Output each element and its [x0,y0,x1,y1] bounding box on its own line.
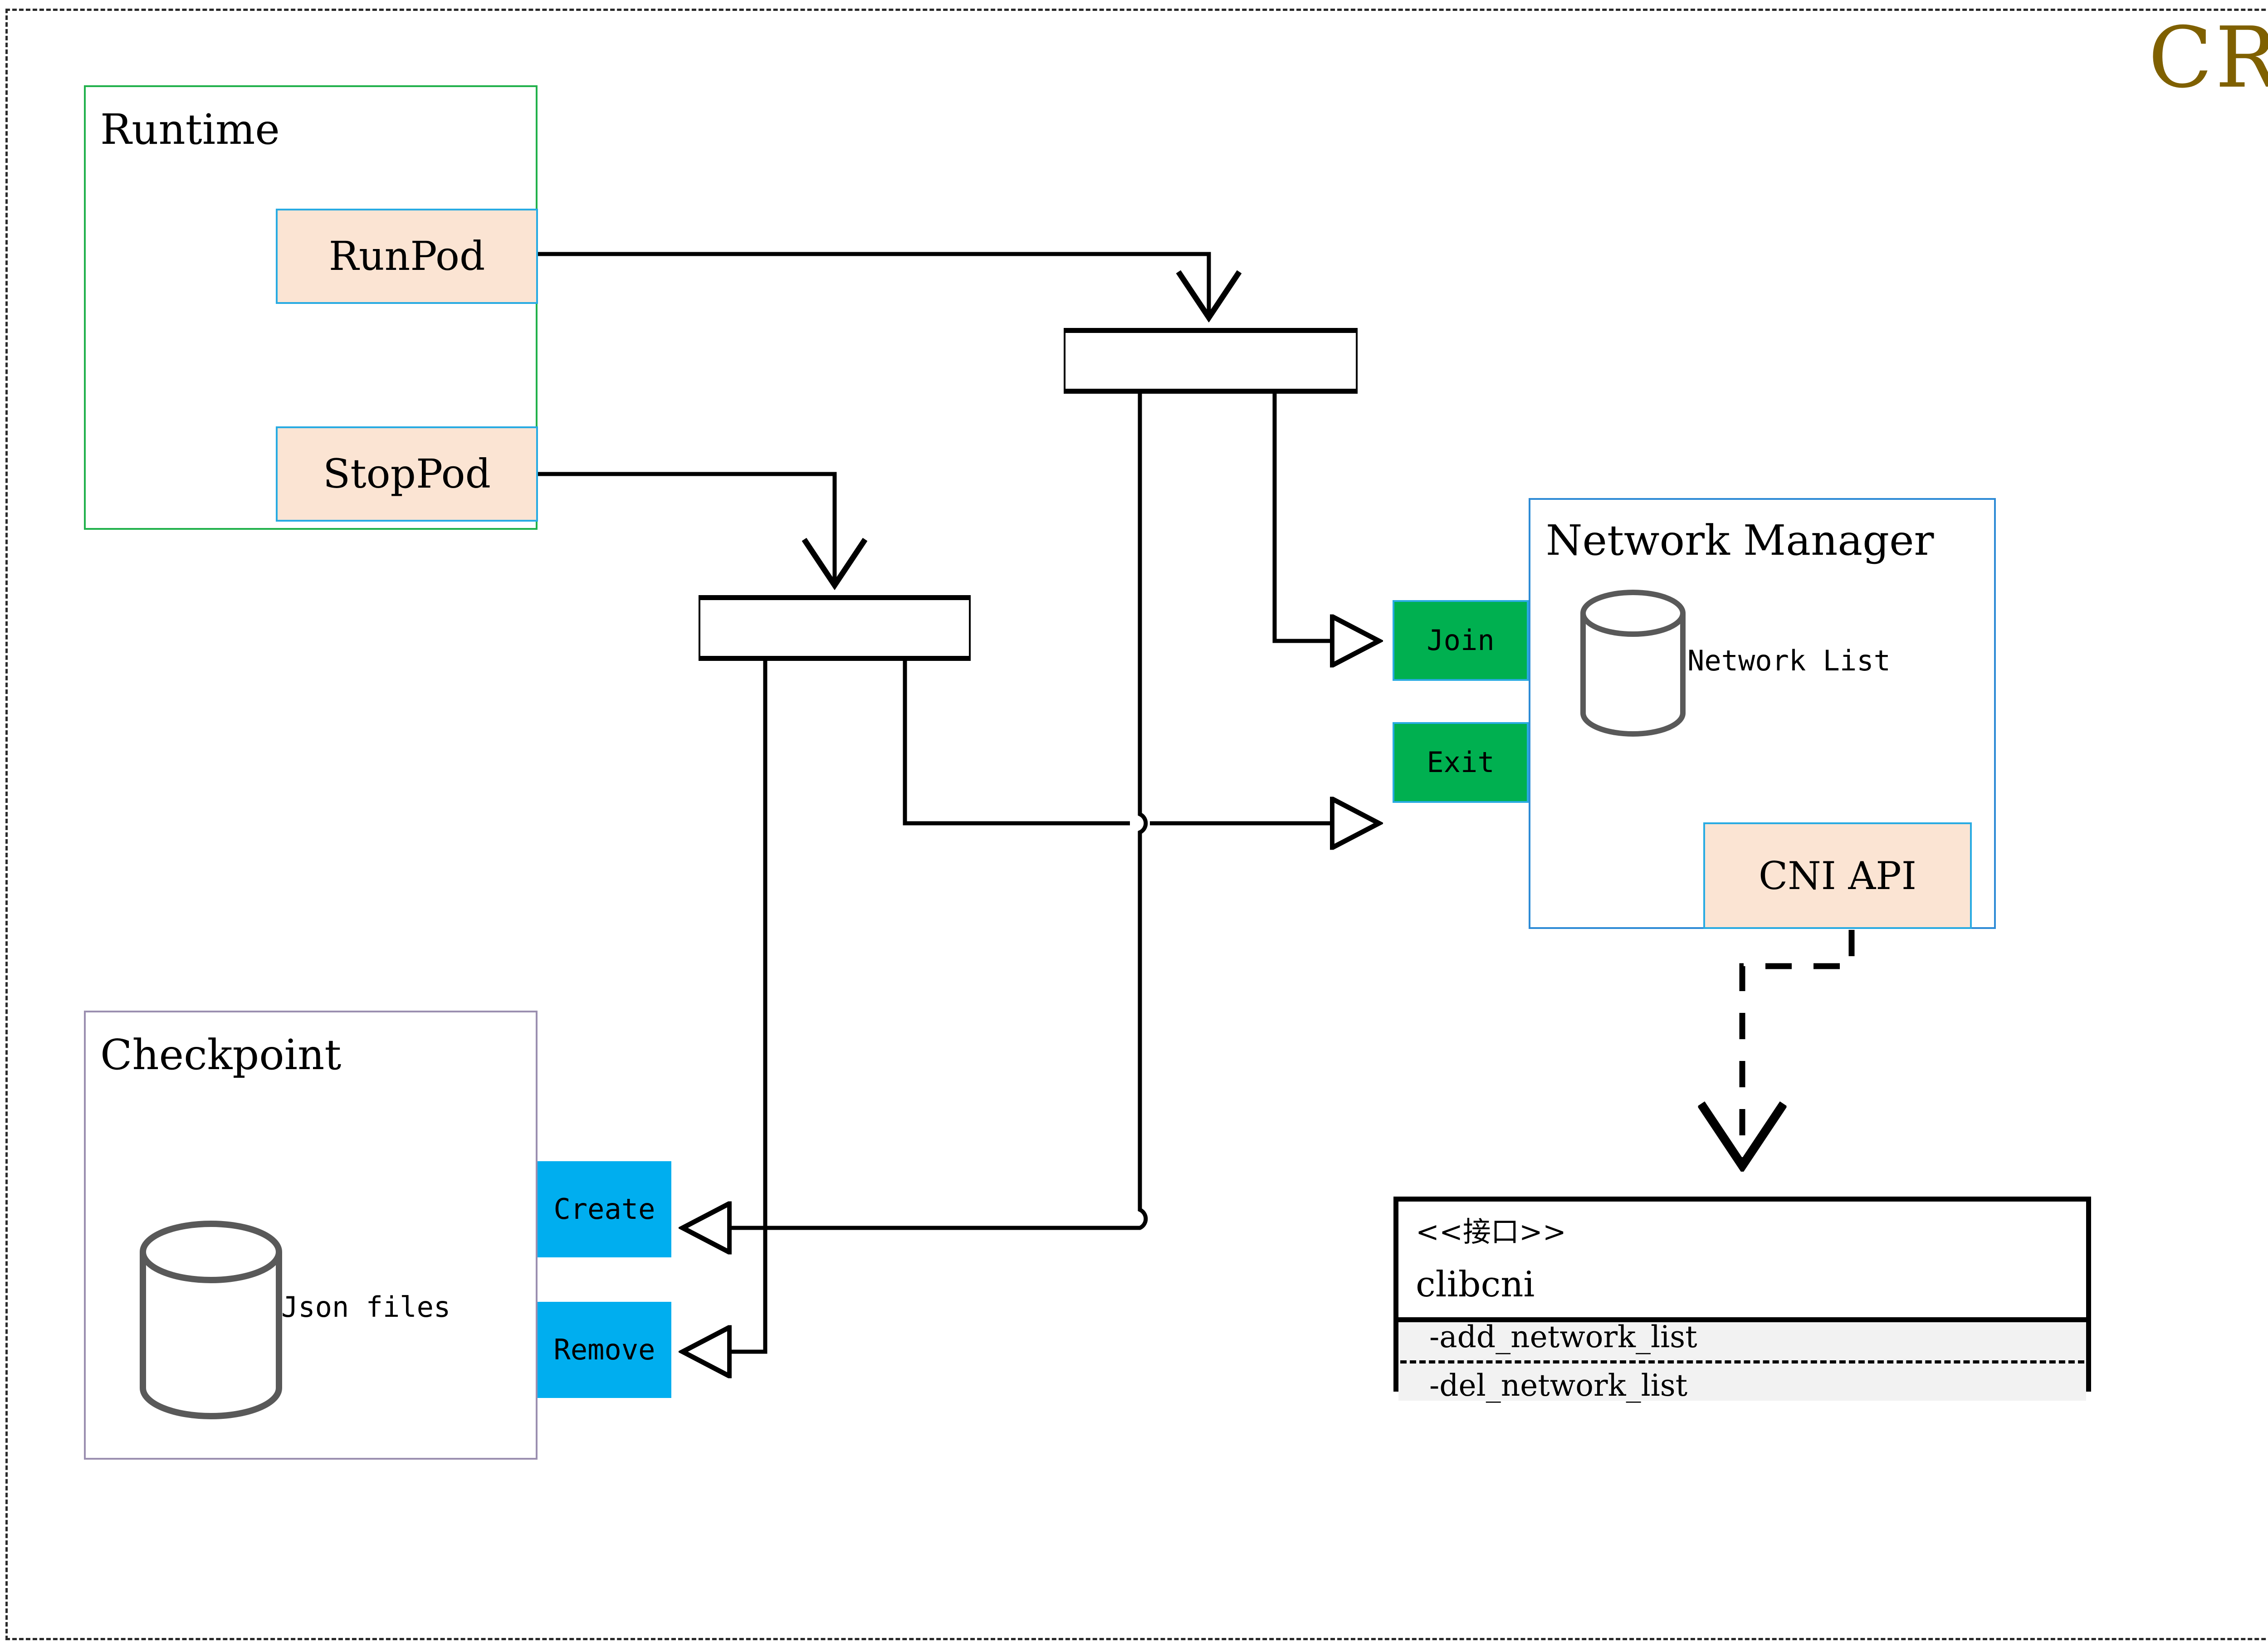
fork-node-runpod [1064,328,1358,394]
operation-join-label: Join [1427,624,1495,657]
interface-header: <<接口>> clibcni [1398,1202,2086,1322]
diagram-title: CRI [2148,9,2268,107]
interface-operations: -add_network_list -del_network_list [1398,1322,2086,1401]
operation-runpod-label: RunPod [328,233,485,279]
operation-runpod[interactable]: RunPod [276,209,538,304]
network-manager-datastore-label: Network List [1687,644,1891,677]
operation-stoppod-label: StopPod [323,450,491,497]
cylinder-icon-json-files [140,1221,282,1419]
package-checkpoint-label: Checkpoint [100,1031,342,1079]
operation-exit-label: Exit [1427,746,1495,779]
fork-node-stoppod [699,595,971,661]
interface-stereotype: <<接口>> [1416,1215,1566,1248]
interface-name: clibcni [1416,1264,1535,1305]
operation-stoppod[interactable]: StopPod [276,426,538,522]
interface-clibcni: <<接口>> clibcni -add_network_list -del_ne… [1393,1197,2091,1401]
operation-join[interactable]: Join [1393,600,1529,681]
interface-operation-separator [1400,1360,2084,1364]
interface-operation-add-network-list: -add_network_list [1429,1320,1697,1354]
operation-cni-api[interactable]: CNI API [1703,822,1972,929]
package-runtime-label: Runtime [100,105,280,154]
package-network-manager-label: Network Manager [1546,516,1934,565]
checkpoint-datastore-label: Json files [281,1290,451,1324]
operation-create[interactable]: Create [538,1161,671,1257]
operation-remove[interactable]: Remove [538,1302,671,1398]
diagram-outer-frame [5,9,2268,1640]
operation-remove-label: Remove [553,1333,655,1366]
interface-operation-del-network-list: -del_network_list [1429,1368,1688,1403]
operation-cni-api-label: CNI API [1758,853,1917,898]
operation-exit[interactable]: Exit [1393,722,1529,803]
operation-create-label: Create [553,1192,655,1226]
cylinder-icon-network-list [1580,590,1686,737]
